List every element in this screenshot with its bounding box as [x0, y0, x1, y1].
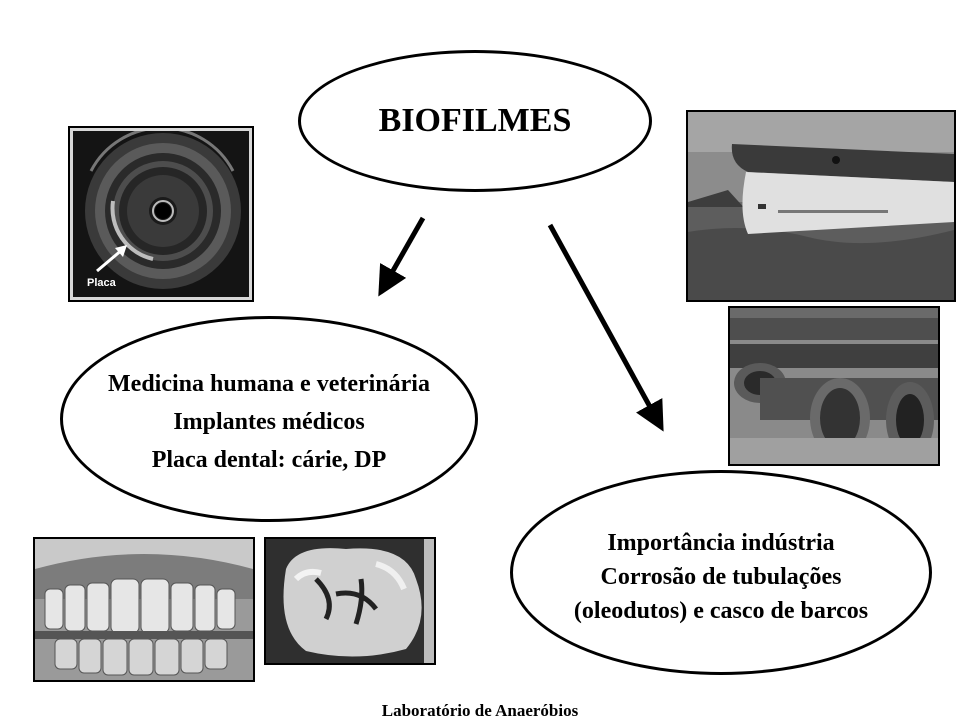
medicine-line-2: Implantes médicos: [173, 409, 365, 435]
title-ellipse: BIOFILMES: [298, 50, 652, 192]
industry-line-3: (oleodutos) e casco de barcos: [573, 597, 869, 624]
arrow-to-medicine: [378, 216, 426, 297]
corroded-pipes-image: [728, 306, 940, 466]
footer-lab-name: Laboratório de Anaeróbios: [381, 701, 579, 720]
ship-hull-image: [686, 110, 956, 302]
dental-plaque-image: [33, 537, 255, 682]
industry-line-1: Importância indústria: [607, 529, 835, 556]
diagram-title: BIOFILMES: [378, 102, 572, 139]
ivus-placa-label: Placa: [87, 277, 116, 289]
medicine-ellipse: Medicina humana e veterinária Implantes …: [60, 316, 478, 522]
medicine-line-3: Placa dental: cárie, DP: [151, 447, 387, 473]
arrow-to-industry: [547, 223, 664, 432]
industry-ellipse: Importância indústria Corrosão de tubula…: [510, 470, 932, 675]
ultrasound-image: Placa: [68, 126, 254, 302]
industry-line-2: Corrosão de tubulações: [600, 563, 842, 590]
tooth-caries-image: [264, 537, 436, 665]
medicine-line-1: Medicina humana e veterinária: [108, 371, 430, 397]
